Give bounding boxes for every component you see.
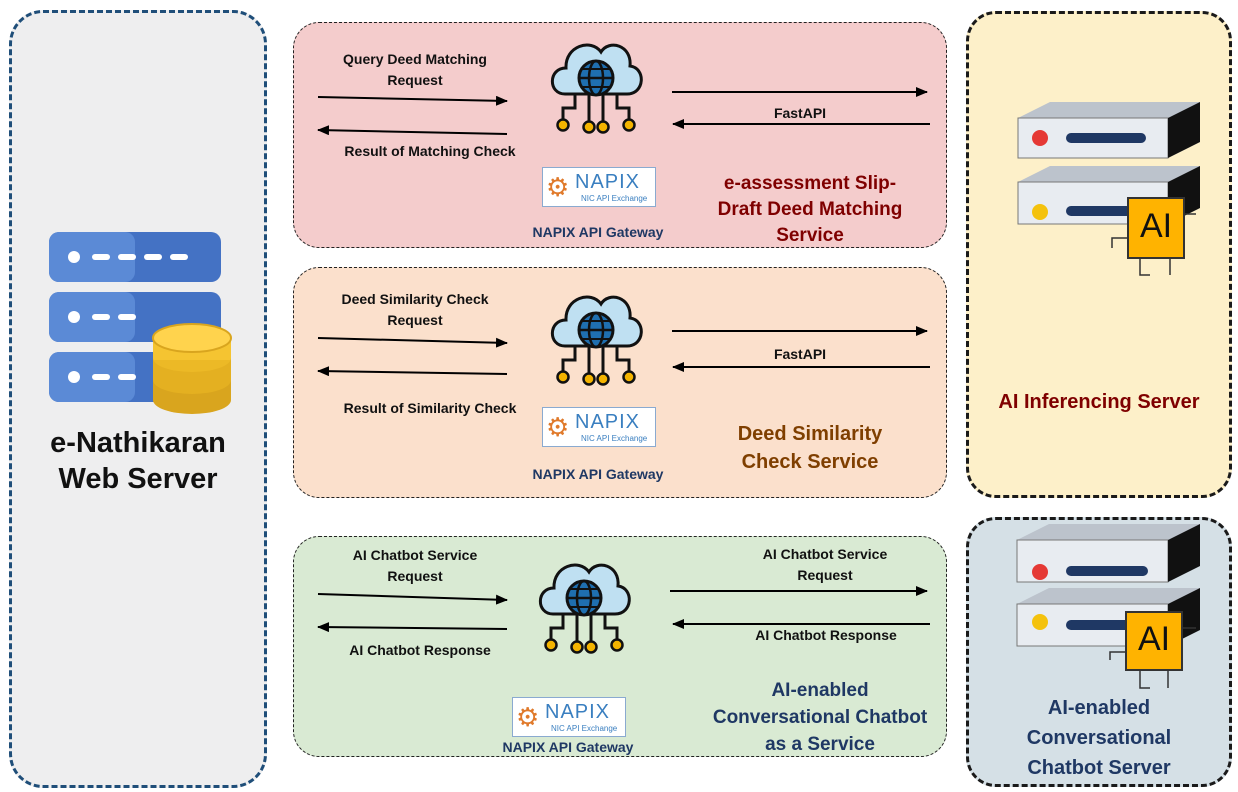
cloud-network-icon <box>538 563 631 654</box>
napix-logo: ⚙ NAPIX NIC API Exchange <box>542 407 656 447</box>
ai-server-icon <box>1016 524 1200 689</box>
cloud-network-icon <box>550 295 643 386</box>
request-label: AI Chatbot Service Request <box>352 547 478 584</box>
gateway-label: NAPIX API Gateway <box>502 739 634 755</box>
gear-icon: ⚙ <box>546 172 570 202</box>
api-response-label: AI Chatbot Response <box>755 627 897 643</box>
ai-badge: AI <box>1139 207 1173 245</box>
web-server-title: e-Nathikaran Web Server <box>50 427 226 495</box>
ai-inferencing-server-panel <box>966 11 1232 498</box>
request-label: Query Deed Matching Request <box>343 51 487 88</box>
napix-logo: ⚙ NAPIX NIC API Exchange <box>512 697 626 737</box>
gateway-label: NAPIX API Gateway <box>532 466 664 482</box>
fastapi-label: FastAPI <box>773 105 827 121</box>
request-label: Deed Similarity Check Request <box>341 291 489 328</box>
response-label: Result of Similarity Check <box>343 400 517 416</box>
gear-icon: ⚙ <box>516 702 540 732</box>
service-name: Deed Similarity Check Service <box>737 423 883 473</box>
cloud-network-icon <box>550 43 643 134</box>
response-label: AI Chatbot Response <box>349 642 491 658</box>
api-request-label: AI Chatbot Service Request <box>762 546 888 583</box>
ai-server-icon <box>1017 102 1200 276</box>
inference-server-title: AI Inferencing Server <box>998 391 1200 413</box>
service-name: AI-enabled Conversational Chatbot as a S… <box>712 680 928 755</box>
response-label: Result of Matching Check <box>344 143 516 159</box>
napix-logo: ⚙ NAPIX NIC API Exchange <box>542 167 656 207</box>
database-server-icon <box>49 232 232 414</box>
service-name: e-assessment Slip- Draft Deed Matching S… <box>717 173 903 246</box>
fastapi-label: FastAPI <box>773 346 827 362</box>
ai-badge: AI <box>1137 620 1171 658</box>
gateway-label: NAPIX API Gateway <box>532 224 664 240</box>
chatbot-server-title: AI-enabled Conversational Chatbot Server <box>1026 697 1172 779</box>
gear-icon: ⚙ <box>546 412 570 442</box>
